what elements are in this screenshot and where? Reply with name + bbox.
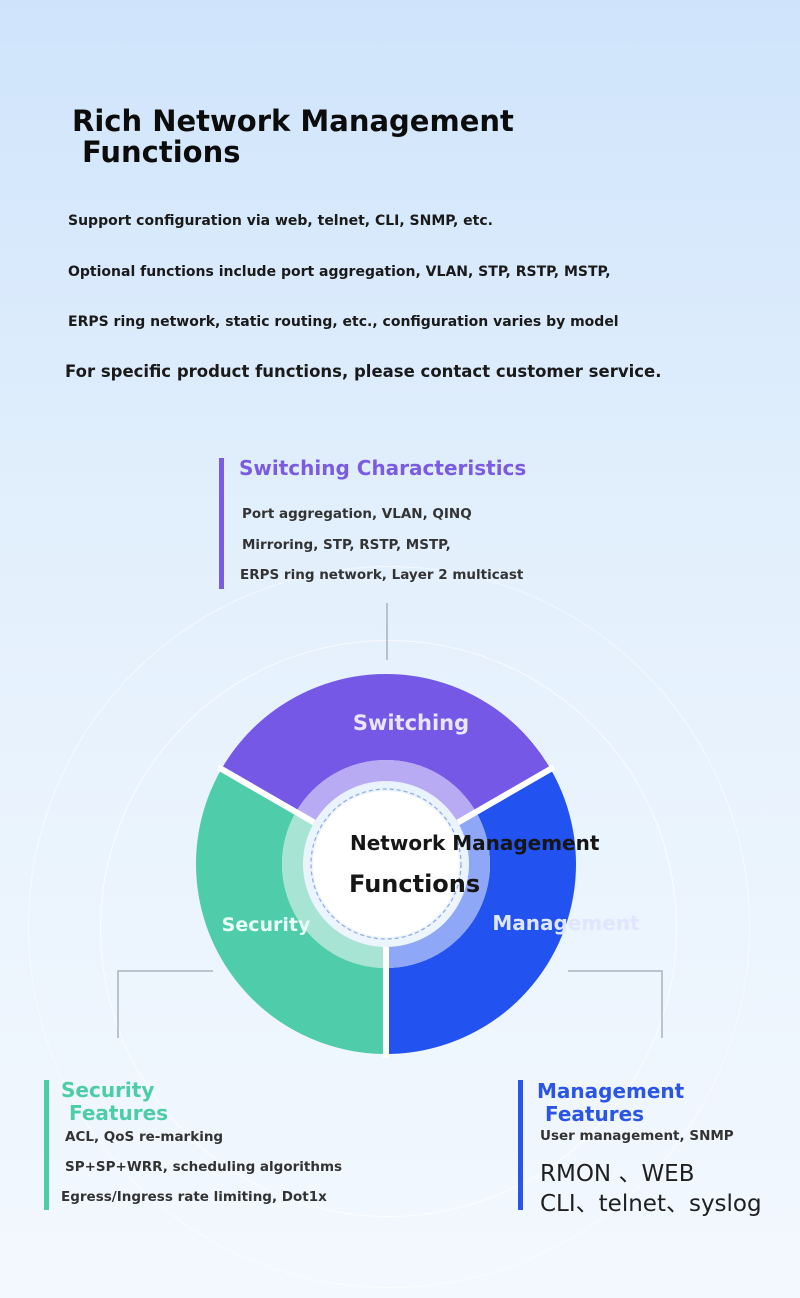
connector-left (117, 970, 213, 1038)
security-title: Security Features (61, 1079, 168, 1125)
management-accent-bar (518, 1080, 523, 1210)
wheel-inner-ring-management (386, 812, 491, 968)
switching-title: Switching Characteristics (239, 456, 527, 480)
security-title-line1: Security (61, 1078, 155, 1102)
connector-right (568, 970, 663, 1038)
wheel-label-security: Security (222, 914, 311, 936)
management-title: Management Features (537, 1080, 684, 1126)
background-ring-outer (28, 566, 750, 1288)
wheel-divider-3 (216, 764, 316, 826)
intro-contact-line: For specific product functions, please c… (65, 362, 662, 381)
management-title-line2: Features (545, 1102, 645, 1126)
management-title-line1: Management (537, 1079, 685, 1103)
wheel-segment-switching (221, 674, 551, 812)
page-title-line1: Rich Network Management (72, 104, 514, 138)
background-ring-inner (100, 640, 677, 1217)
management-item-2: RMON 、WEB (540, 1161, 695, 1187)
wheel-inner-ring-security (281, 812, 386, 968)
switching-item-2: Mirroring, STP, RSTP, MSTP, (242, 537, 451, 553)
wheel-center-line1: Network Management (350, 831, 600, 855)
page-title-line2: Functions (82, 135, 241, 169)
wheel-center-dashed-ring (310, 788, 462, 940)
wheel-center-disc (313, 791, 459, 937)
page-title: Rich Network Management Functions (72, 106, 514, 168)
management-item-3: CLI、telnet、syslog (540, 1191, 762, 1217)
intro-line-1: Support configuration via web, telnet, C… (68, 213, 493, 229)
management-item-1: User management, SNMP (540, 1128, 734, 1144)
wheel-label-management: Management (492, 911, 640, 935)
switching-item-3: ERPS ring network, Layer 2 multicast (240, 567, 524, 583)
security-accent-bar (44, 1080, 49, 1210)
security-title-line2: Features (69, 1101, 169, 1125)
wheel-center-line2: Functions (349, 870, 480, 898)
wheel-segment-management (386, 769, 576, 1054)
wheel-inner-ring-switching (295, 760, 477, 823)
security-item-3: Egress/Ingress rate limiting, Dot1x (61, 1189, 327, 1205)
switching-item-1: Port aggregation, VLAN, QINQ (242, 506, 472, 522)
switching-accent-bar (219, 458, 224, 589)
intro-line-2: Optional functions include port aggregat… (68, 264, 611, 280)
wheel-segment-security (196, 769, 386, 1054)
security-item-2: SP+SP+WRR, scheduling algorithms (65, 1159, 343, 1175)
security-item-1: ACL, QoS re-marking (65, 1129, 224, 1145)
wheel-divider-1 (456, 764, 556, 826)
intro-line-3: ERPS ring network, static routing, etc.,… (68, 314, 619, 330)
wheel-label-switching: Switching (353, 711, 469, 735)
